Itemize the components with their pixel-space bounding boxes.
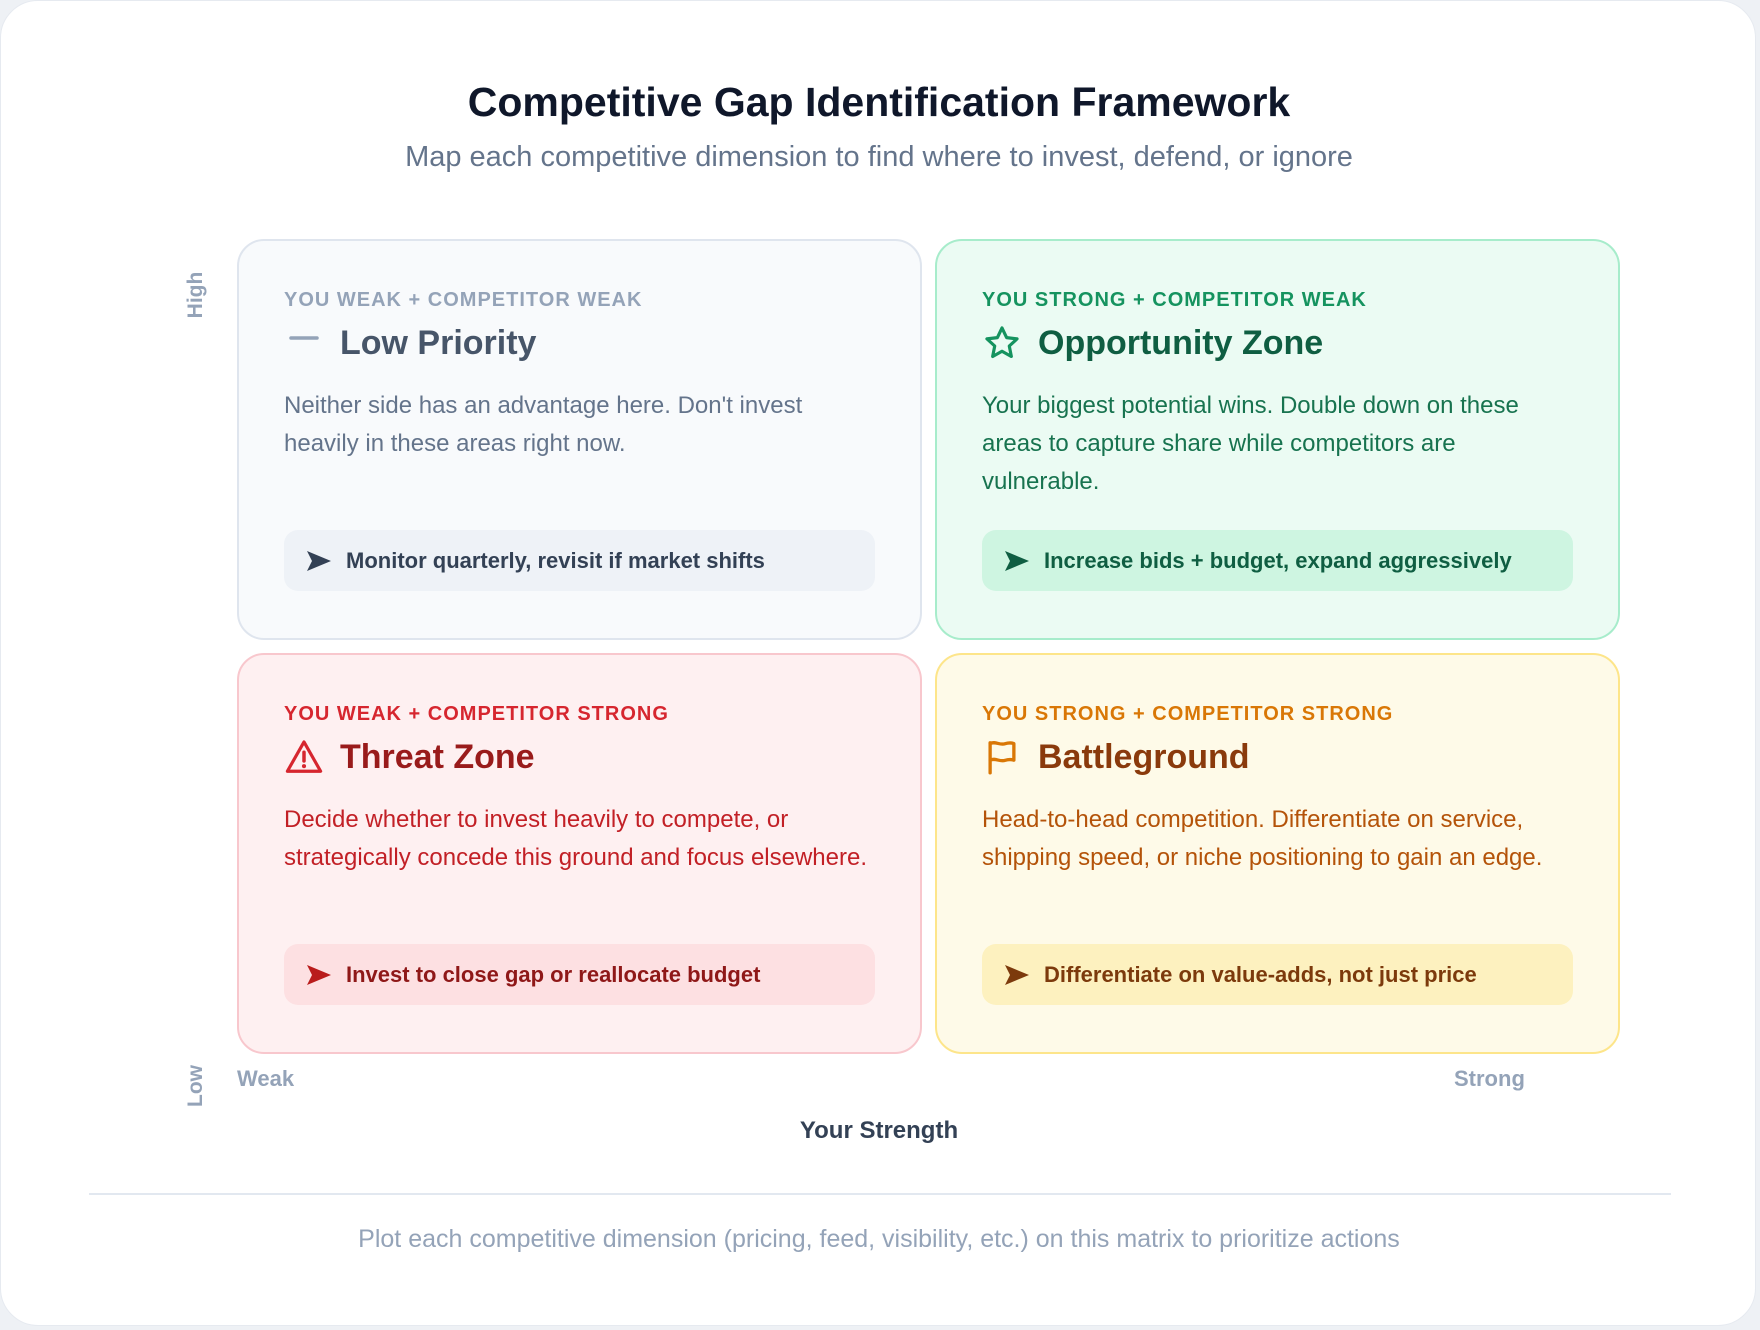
- quadrant-action: Differentiate on value-adds, not just pr…: [982, 944, 1573, 1005]
- warning-icon: [284, 737, 324, 777]
- quadrant-title: Low Priority: [340, 323, 537, 362]
- action-text: Monitor quarterly, revisit if market shi…: [346, 547, 765, 573]
- quadrant-position-label: YOU WEAK + COMPETITOR STRONG: [284, 703, 669, 725]
- arrow-icon: [1005, 550, 1029, 571]
- action-text: Differentiate on value-adds, not just pr…: [1044, 961, 1477, 987]
- page-title: Competitive Gap Identification Framework: [467, 79, 1291, 125]
- quadrant-low-priority: YOU WEAK + COMPETITOR WEAK Low Priority …: [237, 239, 922, 640]
- quadrant-opportunity-zone: YOU STRONG + COMPETITOR WEAK Opportunity…: [935, 239, 1620, 640]
- x-axis-title: Your Strength: [799, 1117, 959, 1144]
- quadrant-position-label: YOU STRONG + COMPETITOR STRONG: [982, 703, 1394, 725]
- quadrant-threat-zone: YOU WEAK + COMPETITOR STRONG Threat Zone…: [237, 653, 922, 1054]
- y-axis-high-label: High: [184, 271, 207, 319]
- y-axis-low-label: Low: [184, 1065, 207, 1107]
- x-axis-weak-label: Weak: [237, 1066, 295, 1091]
- quadrant-battleground: YOU STRONG + COMPETITOR STRONG Battlegro…: [935, 653, 1620, 1054]
- quadrant-description: Decide whether to invest heavily to comp…: [284, 806, 868, 871]
- arrow-icon: [1005, 964, 1029, 985]
- action-text: Invest to close gap or reallocate budget: [346, 961, 761, 987]
- page-subtitle: Map each competitive dimension to find w…: [405, 141, 1353, 173]
- quadrant-description: Neither side has an advantage here. Don'…: [284, 392, 803, 457]
- arrow-icon: [307, 964, 331, 985]
- minus-icon: [284, 323, 324, 363]
- arrow-icon: [307, 550, 331, 571]
- x-axis-strong-label: Strong: [1454, 1066, 1525, 1091]
- flag-icon: [982, 737, 1022, 777]
- quadrant-title: Threat Zone: [340, 737, 535, 776]
- quadrant-action: Invest to close gap or reallocate budget: [284, 944, 875, 1005]
- quadrant-description: Head-to-head competition. Differentiate …: [982, 806, 1543, 871]
- quadrant-title: Opportunity Zone: [1038, 323, 1324, 362]
- footer-divider: [89, 1193, 1671, 1195]
- footer-note: Plot each competitive dimension (pricing…: [358, 1225, 1400, 1253]
- quadrant-position-label: YOU STRONG + COMPETITOR WEAK: [982, 289, 1367, 311]
- quadrant-position-label: YOU WEAK + COMPETITOR WEAK: [284, 289, 643, 311]
- quadrant-action: Increase bids + budget, expand aggressiv…: [982, 530, 1573, 591]
- quadrant-title: Battleground: [1038, 737, 1250, 776]
- star-icon: [982, 323, 1022, 363]
- action-text: Increase bids + budget, expand aggressiv…: [1044, 547, 1512, 573]
- quadrant-description: Your biggest potential wins. Double down…: [982, 392, 1519, 495]
- quadrant-action: Monitor quarterly, revisit if market shi…: [284, 530, 875, 591]
